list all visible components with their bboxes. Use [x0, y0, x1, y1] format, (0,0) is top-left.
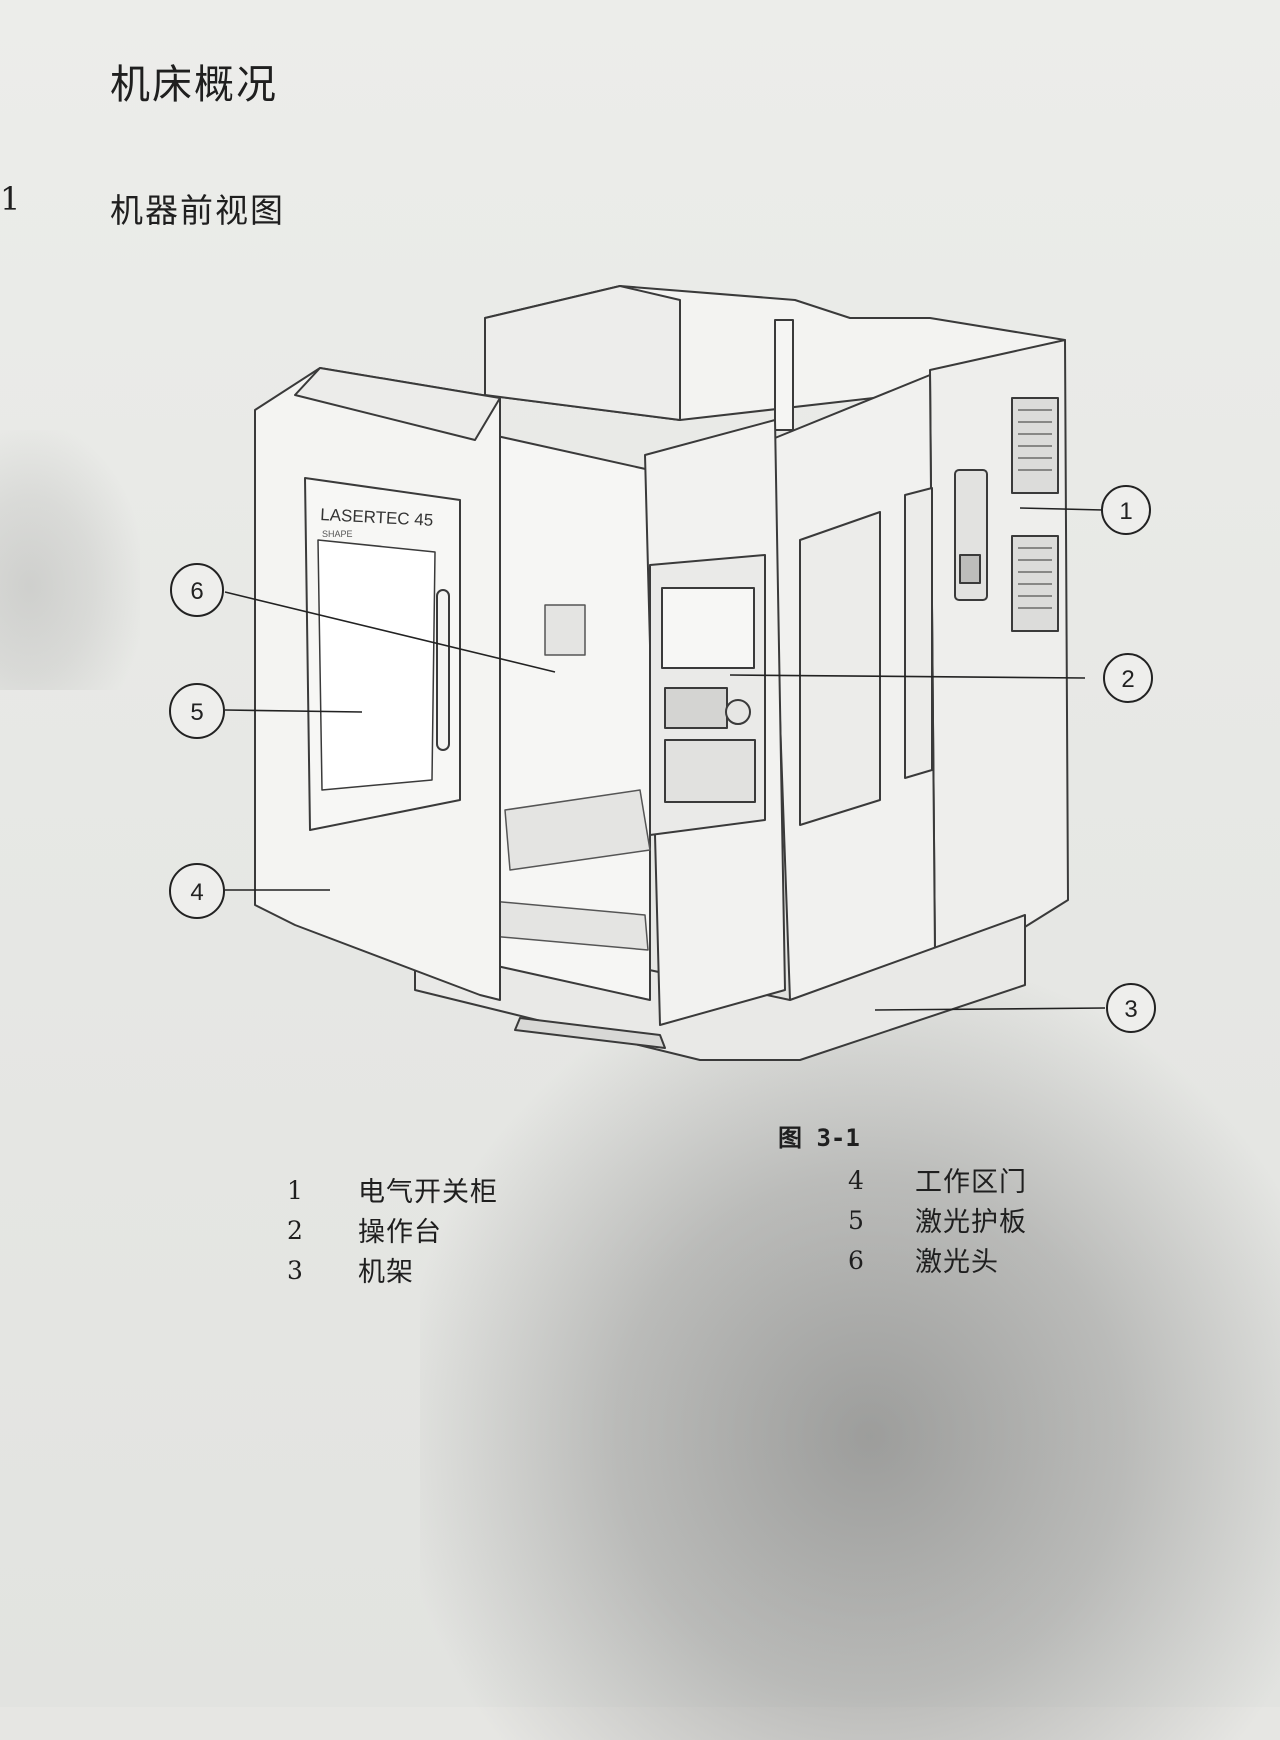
callout-6: 6 [190, 578, 203, 605]
leader-2 [729, 674, 1086, 679]
keypad [664, 687, 728, 729]
callout-3: 3 [1124, 996, 1137, 1023]
legend-label: 工作区门 [915, 1167, 1027, 1198]
machine-front-view-diagram: LASERTEC 45 SHAPE 1 2 3 4 5 6 [169, 285, 1156, 1061]
legend-label: 电气开关柜 [358, 1177, 498, 1208]
legend-num: 6 [848, 1246, 864, 1275]
machine-sub-badge: SHAPE [322, 529, 353, 539]
legend-num: 1 [287, 1176, 303, 1205]
legend-label: 操作台 [358, 1217, 442, 1248]
callout-2: 2 [1121, 666, 1134, 693]
callout-1-circle [1101, 485, 1151, 535]
figure-caption: 图 3-1 [778, 1124, 860, 1152]
leader-1 [1019, 507, 1104, 511]
leader-6 [224, 591, 556, 673]
legend-num: 4 [848, 1166, 864, 1195]
callout-2-circle [1103, 653, 1153, 703]
callout-5-circle [169, 683, 225, 739]
control-screen [661, 587, 755, 669]
section-number: 1 [0, 180, 21, 218]
leader-3 [874, 1007, 1106, 1011]
leader-5 [224, 709, 363, 713]
callout-6-circle [170, 563, 224, 617]
callout-4-circle [169, 863, 225, 919]
legend-label: 机架 [358, 1257, 414, 1288]
callout-3-circle [1106, 983, 1156, 1033]
signal-tower [774, 319, 794, 431]
section-title: 机器前视图 [110, 191, 285, 230]
chapter-title: 机床概况 [110, 62, 278, 108]
callout-5: 5 [190, 699, 203, 726]
legend-num: 2 [287, 1216, 303, 1245]
callout-4: 4 [190, 879, 203, 906]
callout-1: 1 [1119, 498, 1132, 525]
top-box [484, 285, 681, 421]
legend-label: 激光护板 [915, 1207, 1027, 1238]
legend-num: 5 [848, 1206, 864, 1235]
legend-num: 3 [287, 1256, 303, 1285]
door-handle [436, 589, 450, 751]
legend-label: 激光头 [915, 1247, 999, 1278]
